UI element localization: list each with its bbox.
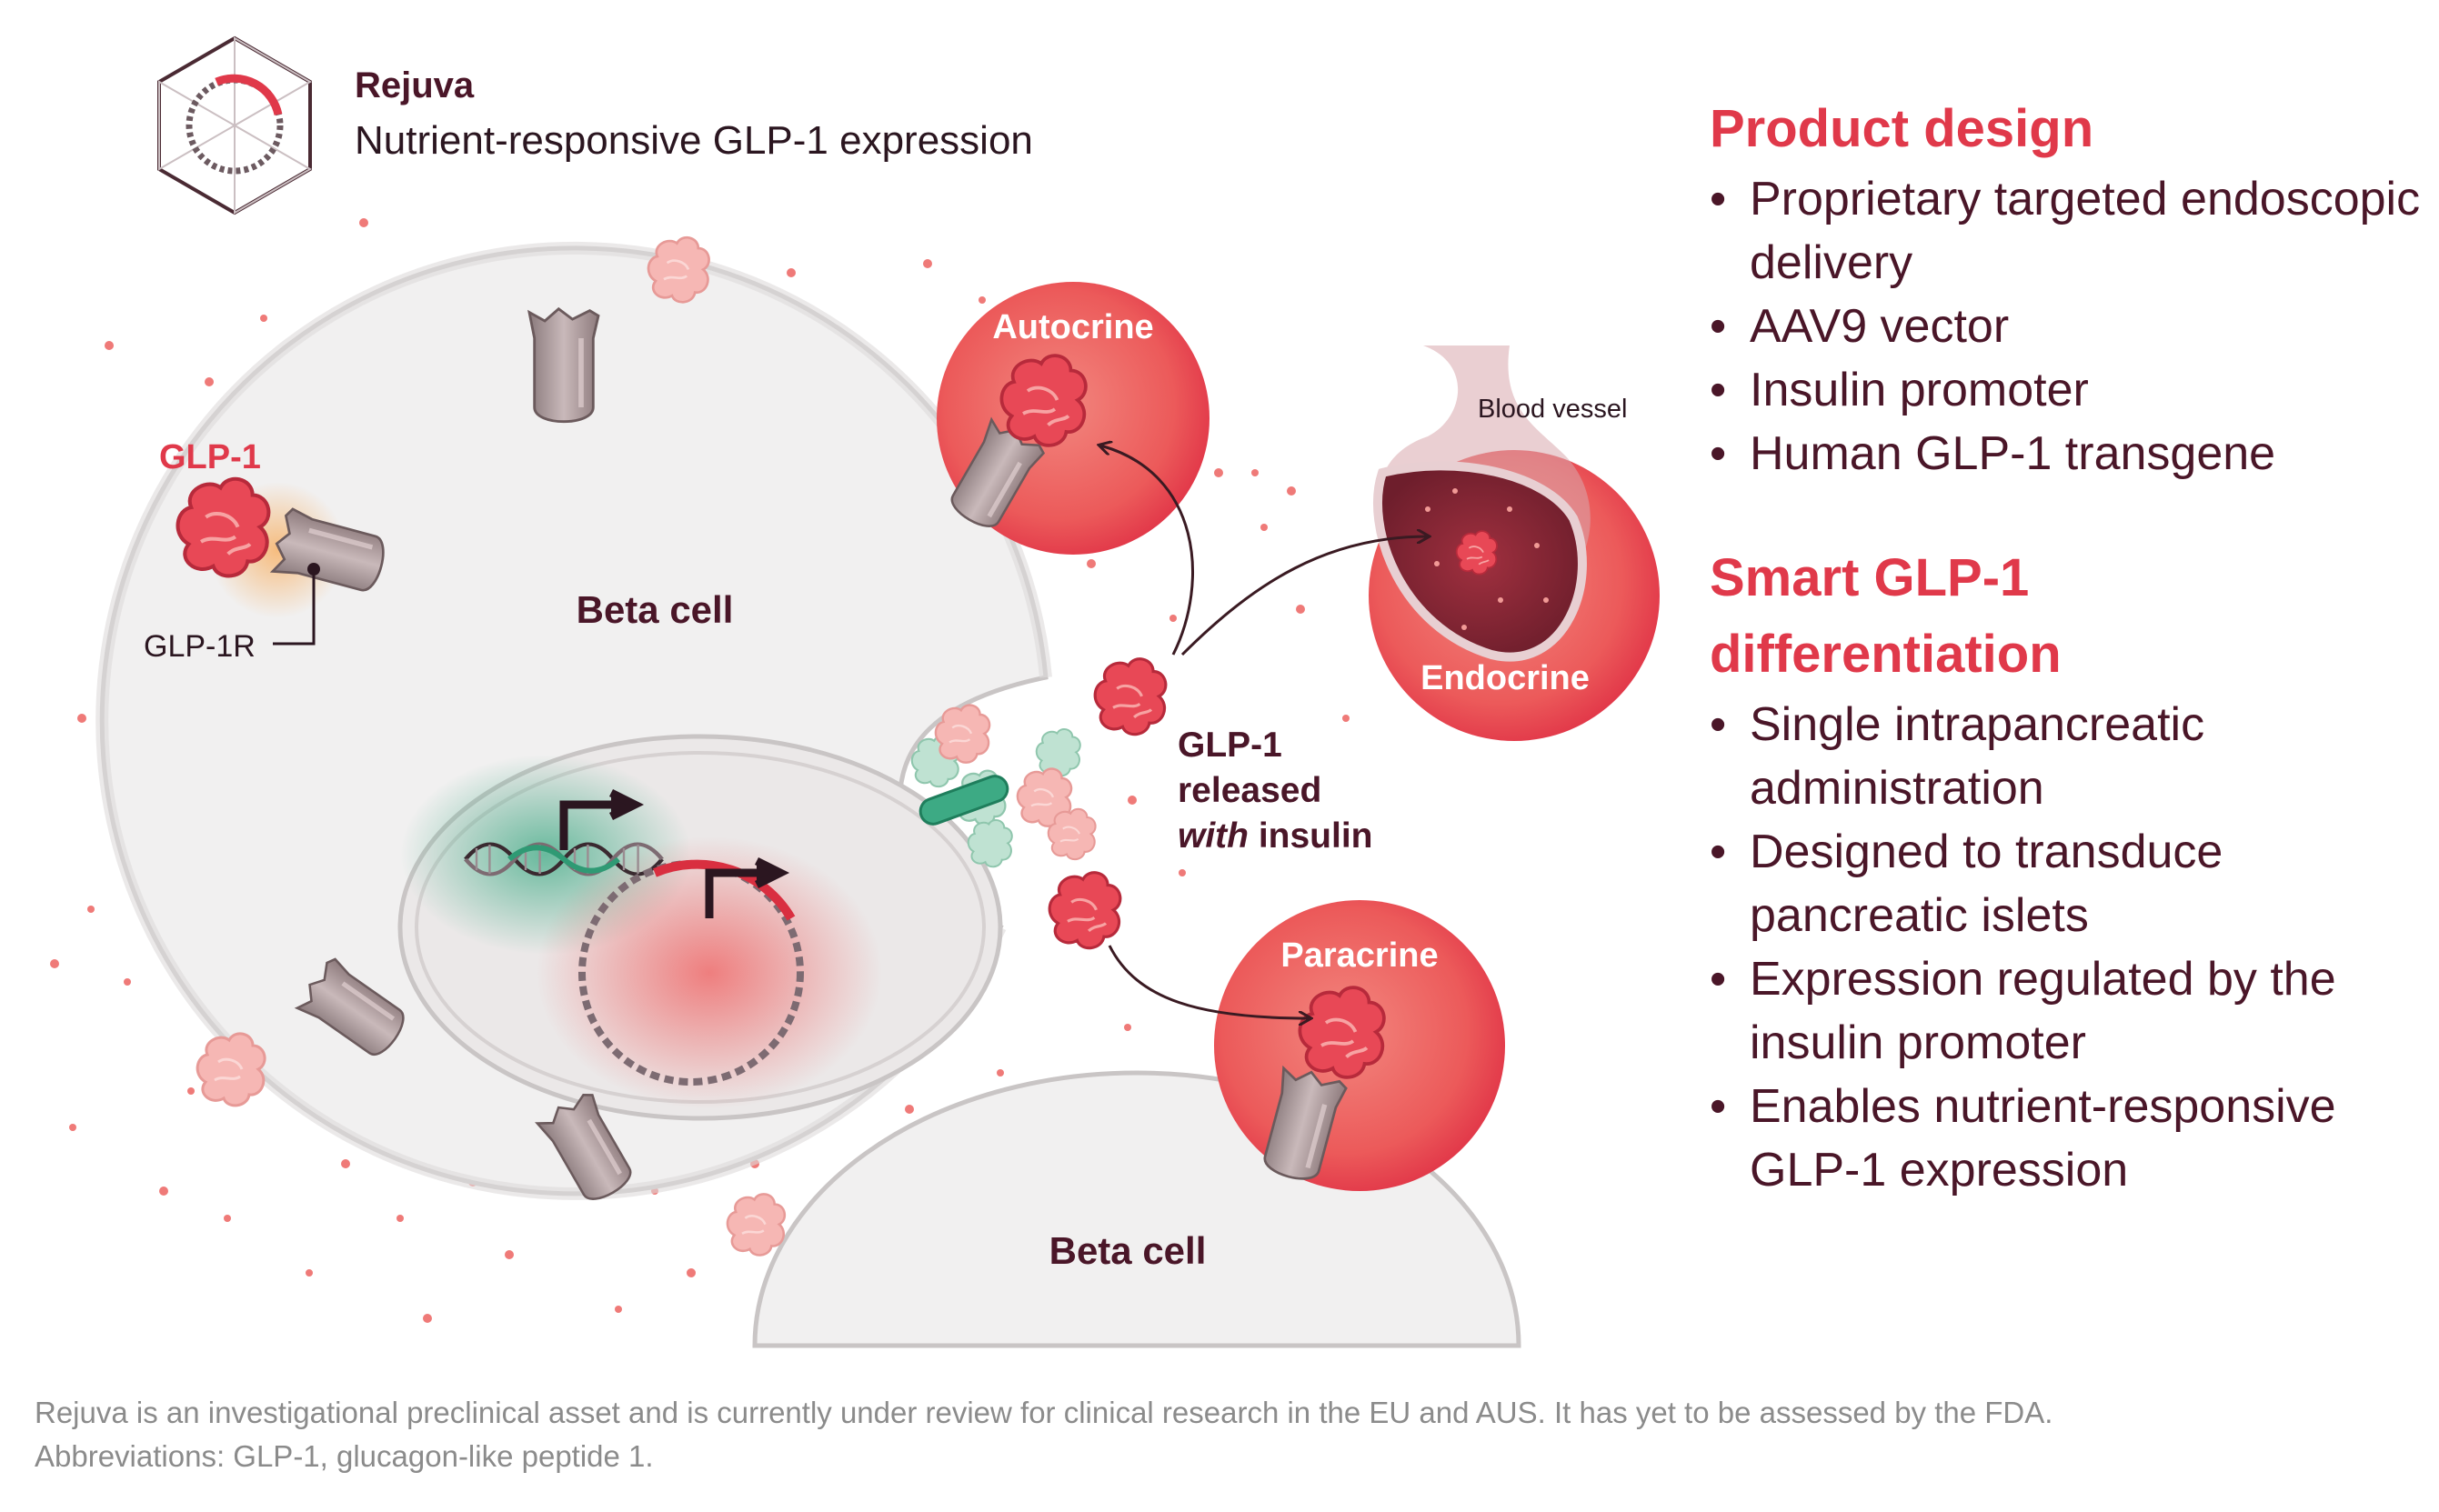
autocrine-label: Autocrine — [992, 308, 1153, 346]
capsid-logo-icon — [157, 35, 312, 215]
paracrine-label: Paracrine — [1280, 936, 1438, 975]
smart-title-line-2: differentiation — [1710, 625, 2062, 685]
promoter-arrow-icon — [559, 788, 790, 918]
footnote-line-2: Abbreviations: GLP-1, glucagon-like pept… — [35, 1439, 654, 1473]
endocrine-circle — [1369, 345, 1660, 741]
release-line-3: with insulin — [1178, 816, 1372, 856]
release-line-1: GLP-1 — [1178, 726, 1282, 765]
glp1-label: GLP-1 — [159, 438, 261, 476]
section-spacer — [1710, 486, 2428, 540]
pathway-arrows — [1100, 446, 1428, 1018]
beta-cell-lower-label: Beta cell — [1049, 1229, 1207, 1272]
smart-item: Designed to transduce pancreatic islets — [1710, 820, 2428, 947]
product-subtitle: Nutrient-responsive GLP-1 expression — [355, 118, 1033, 163]
smart-item: Expression regulated by the insulin prom… — [1710, 947, 2428, 1075]
product-design-item: AAV9 vector — [1710, 295, 2428, 358]
blood-vessel-label: Blood vessel — [1478, 395, 1627, 424]
footnote-line-1: Rejuva is an investigational preclinical… — [35, 1396, 2053, 1429]
product-design-item: Human GLP-1 transgene — [1710, 422, 2428, 486]
autocrine-circle — [937, 282, 1209, 555]
smart-item: Enables nutrient-responsive GLP-1 expres… — [1710, 1075, 2428, 1202]
product-name: Rejuva — [355, 65, 475, 105]
product-design-item: Insulin promoter — [1710, 358, 2428, 422]
glp1r-label: GLP-1R — [144, 629, 256, 664]
info-panel: Product design Proprietary targeted endo… — [1710, 91, 2428, 1202]
footnote: Rejuva is an investigational preclinical… — [35, 1391, 2053, 1478]
paracrine-circle — [1214, 900, 1505, 1191]
insulin-granules — [910, 704, 1097, 868]
product-design-title: Product design — [1710, 99, 2094, 158]
endocrine-label: Endocrine — [1420, 659, 1590, 697]
release-with: with — [1178, 816, 1249, 856]
nucleus — [397, 734, 1003, 1121]
product-design-list: Proprietary targeted endoscopic delivery… — [1710, 167, 2428, 486]
smart-item: Single intrapancreatic administration — [1710, 693, 2428, 820]
smart-title-line-1: Smart GLP-1 — [1710, 548, 2030, 608]
glp1-receptor-complex — [178, 479, 390, 646]
beta-cell-main-label: Beta cell — [577, 588, 734, 631]
smart-list: Single intrapancreatic administration De… — [1710, 693, 2428, 1202]
product-design-item: Proprietary targeted endoscopic delivery — [1710, 167, 2428, 295]
release-insulin: insulin — [1249, 816, 1373, 856]
release-line-2: released — [1178, 771, 1321, 810]
